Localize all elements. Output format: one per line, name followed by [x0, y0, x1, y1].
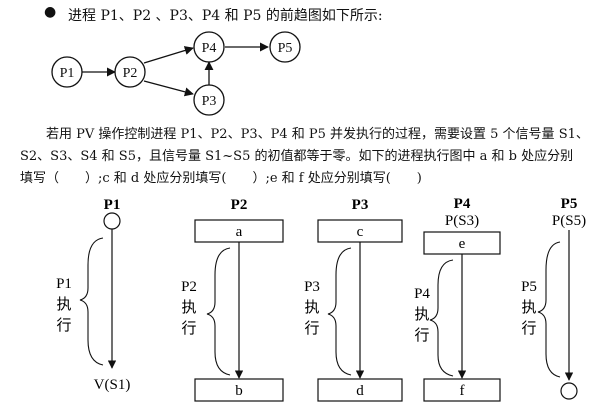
p1-exec-char-1: 执 [56, 296, 71, 313]
p5-brace [537, 241, 561, 378]
p4-top-box-label: e [459, 236, 466, 252]
node-p3-label: P3 [202, 94, 217, 109]
edge-p2-p4 [143, 46, 194, 64]
p1-start-circle [103, 212, 121, 230]
p3-bottom-box [317, 378, 403, 402]
p4-title: P4 [454, 196, 471, 212]
edge-p2-p3 [143, 80, 194, 97]
p2-exec-name: P2 [181, 279, 197, 295]
p3-bottom-box-label: d [356, 383, 364, 399]
p4-bottom-box [423, 378, 501, 402]
p5-exec-name: P5 [521, 279, 537, 295]
p4-bottom-box-label: f [460, 383, 465, 399]
paragraph-line-2: S2、S3、S4 和 S5，且信号量 S1~S5 的初值都等于零。如下的进程执行… [20, 149, 574, 164]
p4-top-op: P(S3) [445, 213, 479, 229]
node-p4 [193, 31, 225, 63]
p2-title: P2 [231, 197, 248, 213]
p3-exec-char-2: 行 [304, 320, 319, 337]
p5-exec-char-1: 执 [521, 299, 536, 316]
paragraph-line-1: 若用 PV 操作控制进程 P1、P2、P3、P4 和 P5 并发执行的过程，需要… [46, 127, 589, 142]
p1-bottom-op: V(S1) [94, 377, 131, 393]
node-p2-label: P2 [123, 66, 138, 81]
node-p5-label: P5 [278, 41, 293, 56]
p1-exec-char-2: 行 [56, 317, 71, 334]
node-p3 [193, 84, 225, 116]
p2-top-box-label: a [236, 224, 243, 240]
node-p1 [51, 56, 83, 88]
process-p4: P4 P(S3) e P4 执 行 f [414, 196, 501, 402]
p5-exec-char-2: 行 [521, 320, 536, 337]
p4-exec-name: P4 [414, 286, 430, 302]
p2-bottom-box [194, 378, 284, 402]
process-p2: P2 a P2 执 行 b [181, 197, 284, 402]
intro-text: 进程 P1、P2 、P3、P4 和 P5 的前趋图如下所示: [68, 8, 383, 24]
node-p2 [114, 56, 146, 88]
p3-brace [327, 247, 352, 376]
precedence-graph: P1 P2 P3 P4 P5 [51, 31, 301, 116]
paragraph-line-3: 填写（ ）;c 和 d 处应分别填写( ）;e 和 f 处应分别填写( ) [20, 171, 422, 186]
bullet: ● [44, 4, 57, 20]
p5-title: P5 [561, 196, 578, 212]
p5-end-circle [560, 382, 578, 400]
p1-title: P1 [104, 197, 121, 213]
p4-brace [429, 259, 454, 377]
p3-exec-char-1: 执 [304, 299, 319, 316]
p2-bottom-box-label: b [235, 383, 243, 399]
p4-exec-char-1: 执 [414, 306, 429, 323]
execution-diagram: P1 P1 执 行 V(S1) P2 a P2 执 行 b P3 c P3 执 … [56, 196, 586, 402]
node-p4-label: P4 [202, 41, 217, 56]
process-p1: P1 P1 执 行 V(S1) [56, 197, 130, 393]
process-p5: P5 P(S5) P5 执 行 [521, 196, 586, 400]
process-p3: P3 c P3 执 行 d [304, 197, 403, 402]
p3-title: P3 [352, 197, 369, 213]
p1-brace [79, 237, 104, 366]
p4-exec-char-2: 行 [414, 327, 429, 344]
node-p5 [269, 31, 301, 63]
p2-exec-char-1: 执 [181, 299, 196, 316]
p5-top-op: P(S5) [552, 213, 586, 229]
p2-brace [206, 247, 231, 376]
p3-top-box-label: c [357, 224, 364, 240]
p3-exec-name: P3 [304, 279, 320, 295]
p1-exec-name: P1 [56, 276, 72, 292]
p2-exec-char-2: 行 [181, 320, 196, 337]
node-p1-label: P1 [60, 66, 75, 81]
